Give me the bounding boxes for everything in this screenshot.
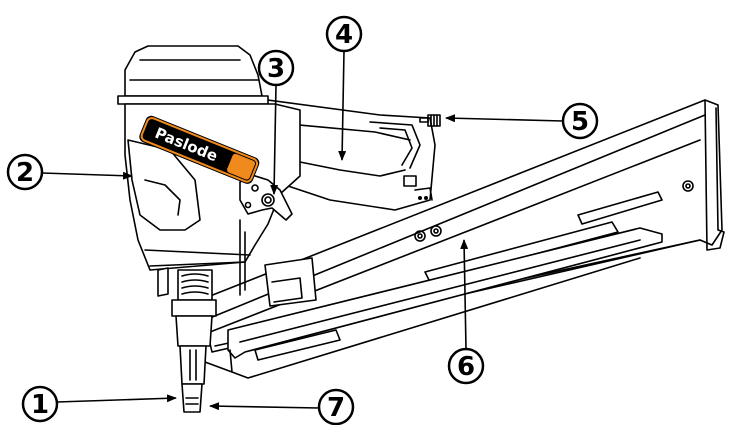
- callouts: 1 2 3 4 5 6: [6, 15, 599, 425]
- callout-1: 1: [21, 385, 177, 423]
- magazine: [199, 99, 725, 379]
- nailer-drawing: [117, 45, 725, 413]
- callout-2: 2: [6, 153, 133, 191]
- svg-text:1: 1: [31, 390, 49, 420]
- callout-4: 4: [325, 15, 363, 161]
- trigger-assembly: [239, 174, 293, 296]
- svg-text:5: 5: [571, 107, 589, 137]
- svg-text:3: 3: [267, 54, 285, 84]
- svg-text:7: 7: [327, 393, 345, 423]
- nose-assembly: [157, 267, 217, 413]
- air-fitting: [419, 114, 441, 127]
- svg-text:2: 2: [16, 158, 34, 188]
- callout-7: 7: [209, 388, 355, 425]
- callout-6: 6: [447, 239, 485, 385]
- svg-text:6: 6: [457, 352, 475, 382]
- svg-text:4: 4: [335, 20, 353, 50]
- cylinder-cap: [117, 45, 269, 105]
- callout-5: 5: [445, 102, 599, 140]
- magazine-bracket: [264, 257, 317, 307]
- callout-3: 3: [257, 49, 295, 195]
